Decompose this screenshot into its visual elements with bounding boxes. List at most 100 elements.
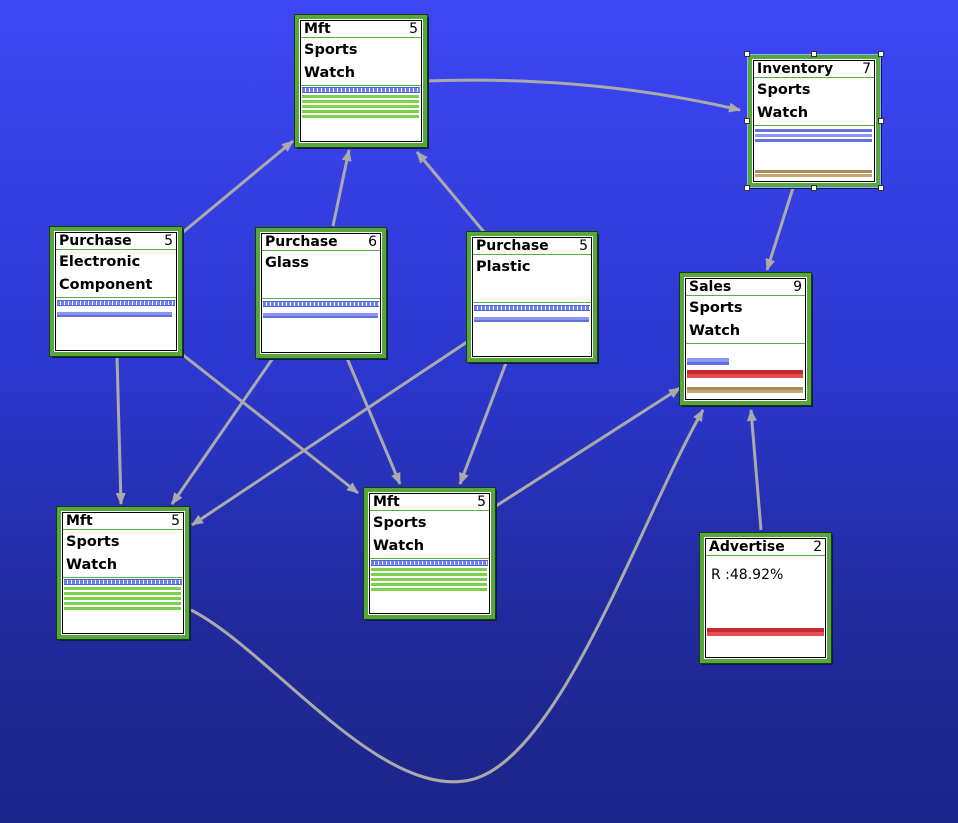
node-purchase-plastic[interactable]: Purchase 5 Plastic (466, 231, 598, 363)
blue-bar (57, 312, 172, 315)
node-line1: Sports (304, 42, 358, 58)
blue-bar (263, 313, 378, 316)
red-bar (707, 628, 824, 632)
red-bar (687, 370, 803, 374)
node-line1: Electronic (59, 254, 141, 270)
node-advertise[interactable]: Advertise 2 R :48.92% (699, 532, 832, 664)
node-type: Sales (689, 279, 732, 295)
node-line1: Sports (757, 82, 811, 98)
node-line2: Component (59, 277, 153, 293)
node-count: 7 (862, 61, 871, 77)
node-type: Advertise (709, 539, 785, 555)
node-header: Advertise 2 (706, 539, 825, 556)
node-header: Mft 5 (63, 513, 183, 530)
edge-purplastic-mftmid (458, 362, 508, 485)
edge-purelec-mfttop (181, 139, 294, 235)
node-line1: Sports (689, 300, 743, 316)
blue-bars (755, 129, 872, 132)
node-line2: Watch (373, 538, 425, 554)
node-type: Purchase (59, 233, 132, 249)
node-count: 5 (409, 21, 418, 37)
node-line1: Plastic (476, 259, 531, 275)
node-purchase-glass[interactable]: Purchase 6 Glass (255, 227, 387, 359)
node-type: Mft (373, 494, 400, 510)
node-divider (686, 343, 805, 344)
edge-mfttop-inventory (424, 78, 741, 113)
node-sales[interactable]: Sales 9 Sports Watch (679, 272, 812, 406)
node-divider (754, 125, 874, 126)
selection-handle[interactable] (878, 118, 884, 124)
node-line1: Sports (373, 515, 427, 531)
node-line1: R :48.92% (711, 567, 784, 583)
node-header: Mft 5 (301, 21, 421, 38)
node-mft-mid[interactable]: Mft 5 Sports Watch (363, 487, 496, 620)
selection-handle[interactable] (744, 185, 750, 191)
node-line1: Glass (265, 255, 309, 271)
node-count: 9 (793, 279, 802, 295)
node-divider (301, 85, 421, 86)
edge-purglass-mfttop (331, 149, 352, 227)
selection-handle[interactable] (878, 185, 884, 191)
edge-mftmid-sales (495, 386, 681, 508)
green-bars (64, 587, 181, 590)
level-dots (57, 300, 175, 306)
node-mft-left[interactable]: Mft 5 Sports Watch (56, 506, 190, 640)
level-dots (64, 579, 182, 585)
green-bars (371, 568, 487, 571)
selection-handle[interactable] (744, 51, 750, 57)
edge-purglass-mftmid (345, 357, 402, 485)
blue-bar (687, 358, 729, 362)
node-divider (370, 558, 489, 559)
blue-bar (474, 317, 589, 320)
node-header: Inventory 7 (754, 61, 874, 78)
node-count: 5 (171, 513, 180, 529)
node-type: Mft (304, 21, 331, 37)
node-count: 5 (164, 233, 173, 249)
node-count: 5 (579, 238, 588, 254)
node-type: Purchase (476, 238, 549, 254)
edge-purplastic-mftleft (191, 338, 471, 527)
node-divider (56, 297, 176, 298)
node-line2: Watch (689, 323, 741, 339)
level-dots (302, 87, 420, 93)
green-bars (302, 95, 419, 98)
node-type: Inventory (757, 61, 834, 77)
node-line2: Watch (304, 65, 356, 81)
edge-purelec-mftmid (177, 349, 359, 495)
node-type: Mft (66, 513, 93, 529)
node-line2: Watch (66, 557, 118, 573)
level-dots (474, 305, 590, 311)
tan-bar (687, 387, 803, 390)
node-inventory[interactable]: Inventory 7 Sports Watch (747, 54, 881, 188)
selection-handle[interactable] (744, 118, 750, 124)
edge-purplastic-mfttop (415, 151, 486, 233)
edge-purglass-mftleft (170, 357, 275, 505)
node-line1: Sports (66, 534, 120, 550)
edge-purelec-mftleft (115, 355, 126, 505)
selection-handle[interactable] (811, 51, 817, 57)
node-type: Purchase (265, 234, 338, 250)
edge-advertise-sales (746, 409, 763, 531)
node-purchase-electronic[interactable]: Purchase 5 Electronic Component (49, 226, 183, 357)
node-header: Mft 5 (370, 494, 489, 511)
node-header: Purchase 6 (262, 234, 380, 251)
selection-handle[interactable] (811, 185, 817, 191)
node-header: Purchase 5 (473, 238, 591, 255)
level-dots (371, 560, 488, 566)
node-header: Sales 9 (686, 279, 805, 296)
node-count: 5 (477, 494, 486, 510)
edge-inventory-sales (765, 187, 795, 271)
node-divider (262, 298, 380, 299)
edge-mftleft-sales (190, 409, 705, 784)
node-header: Purchase 5 (56, 233, 176, 250)
selection-handle[interactable] (878, 51, 884, 57)
level-dots (263, 301, 379, 307)
node-count: 2 (813, 539, 822, 555)
node-divider (63, 577, 183, 578)
node-line2: Watch (757, 105, 809, 121)
node-divider (473, 302, 591, 303)
tan-bars (755, 170, 872, 173)
node-mft-top[interactable]: Mft 5 Sports Watch (294, 14, 428, 148)
node-count: 6 (368, 234, 377, 250)
